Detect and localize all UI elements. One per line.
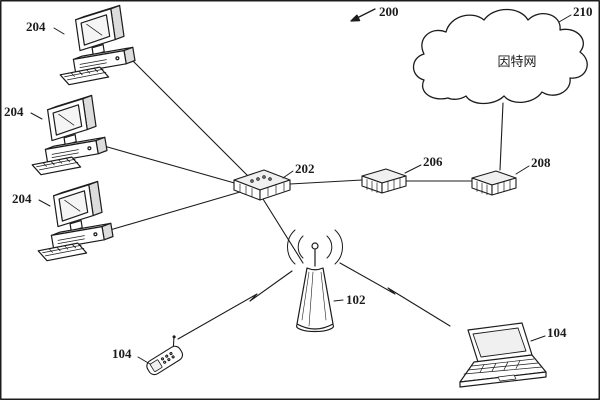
phone-key <box>165 354 169 358</box>
tower-hatch <box>308 271 314 327</box>
ref-label-210: 210 <box>573 4 593 19</box>
ref-label-202: 202 <box>295 161 315 176</box>
link-pc-top-switch <box>129 57 251 179</box>
ref-label-104-laptop: 104 <box>547 325 567 340</box>
laptop-key-col <box>515 360 521 369</box>
leader-208 <box>515 165 530 175</box>
cloud-text-internet: 因特网 <box>497 55 536 70</box>
switch-port <box>256 177 260 181</box>
phone-key <box>167 358 171 362</box>
signal-wave-right-outer <box>334 229 344 265</box>
desktop-computer-bottom <box>37 180 114 262</box>
laptop-trackpad <box>497 374 517 382</box>
leader-204-mid <box>30 112 43 120</box>
phone-antenna <box>172 336 175 347</box>
internet-cloud: 因特网 <box>412 8 588 105</box>
desktop-computer-middle <box>31 94 108 176</box>
desktop-computer-top <box>59 4 136 86</box>
antenna-tip <box>311 242 319 250</box>
laptop-key-col <box>479 364 485 373</box>
wireless-link-tower-phone <box>177 270 293 340</box>
switch-front-right <box>259 179 291 201</box>
mobile-phone <box>146 335 184 376</box>
switch-port <box>268 177 272 181</box>
leader-204-top <box>53 27 65 35</box>
ref-label-204-top: 204 <box>26 19 46 34</box>
laptop-key-row <box>463 366 543 375</box>
link-switch-router <box>289 179 363 185</box>
arrow-head <box>350 14 361 22</box>
ref-label-104-phone: 104 <box>112 346 132 361</box>
wireless-link-tower-laptop <box>339 262 451 327</box>
signal-wave-left-outer <box>286 229 296 265</box>
leader-206 <box>404 164 422 174</box>
tower-cone <box>296 267 334 330</box>
signal-wave-left-inner <box>297 235 304 259</box>
link-switch-tower <box>262 198 304 264</box>
tower-hatch <box>320 271 327 321</box>
gateway-208 <box>471 170 517 196</box>
leader-104-laptop <box>530 335 546 342</box>
switch-port <box>262 175 266 179</box>
tower-hatch <box>301 271 310 321</box>
leader-102 <box>333 299 344 302</box>
laptop <box>459 322 547 388</box>
laptop-key-col <box>503 361 509 371</box>
ref-label-206: 206 <box>423 154 443 169</box>
laptop-key-col <box>491 362 497 372</box>
link-gateway-cloud <box>499 102 504 171</box>
ref-label-204-mid: 204 <box>4 104 24 119</box>
leader-202 <box>282 170 294 179</box>
phone-body <box>146 345 184 376</box>
switch-port <box>250 179 254 183</box>
phone-key <box>160 357 165 361</box>
laptop-key-row <box>467 362 539 371</box>
phone-antenna-tip <box>172 335 176 339</box>
laptop-key-row <box>471 358 535 367</box>
signal-wave-right-inner <box>326 235 333 259</box>
ref-label-204-bot: 204 <box>12 191 32 206</box>
figure-arrow-200 <box>350 8 376 22</box>
ref-label-102: 102 <box>346 292 366 307</box>
cloud-outline <box>412 8 588 105</box>
phone-key <box>171 355 175 359</box>
link-pc-mid-switch <box>103 145 239 185</box>
phone-key <box>169 351 173 356</box>
network-switch <box>233 169 291 201</box>
leader-210 <box>558 14 572 23</box>
phone-screen <box>149 359 163 372</box>
laptop-screen-inner <box>472 327 527 358</box>
ref-label-200: 200 <box>379 4 399 19</box>
phone-key <box>163 360 167 364</box>
ref-label-208: 208 <box>531 155 551 170</box>
leader-104-phone <box>137 356 151 365</box>
base-station-tower <box>286 229 344 333</box>
router-206 <box>361 168 407 194</box>
leader-204-bot <box>38 199 51 207</box>
link-pc-bot-switch <box>109 191 241 231</box>
